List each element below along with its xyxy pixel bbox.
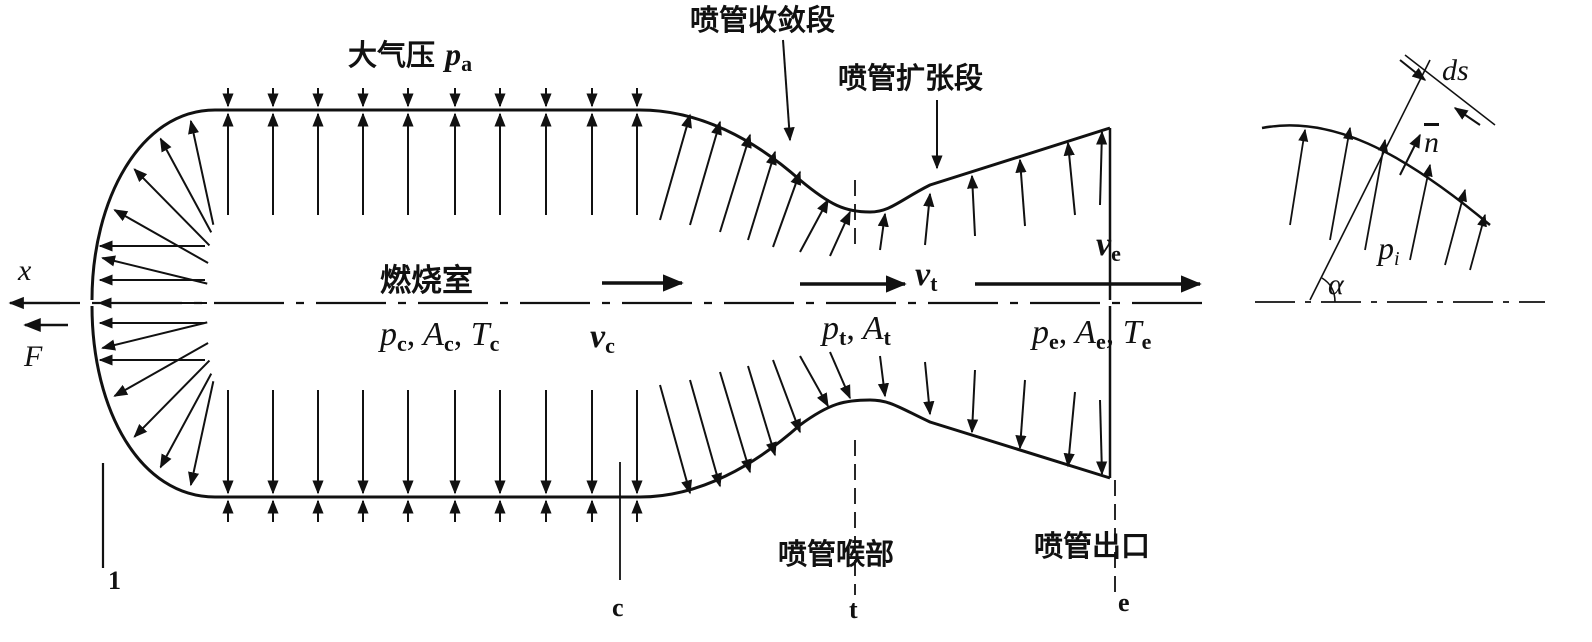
nozzle-pressure-arrow-upper bbox=[829, 210, 851, 257]
dome-pressure-arrow bbox=[159, 373, 213, 469]
nozzle-pressure-arrow-upper bbox=[1015, 158, 1027, 227]
label-diverging-section: 喷管扩张段 bbox=[838, 61, 984, 95]
inset-ds-line-1 bbox=[1404, 54, 1496, 126]
nozzle-pressure-arrow-lower bbox=[1063, 391, 1076, 468]
nozzle-pressure-arrow-lower bbox=[659, 384, 693, 495]
dome-pressure-arrow bbox=[113, 209, 209, 264]
dome-pressure-arrow bbox=[133, 168, 211, 247]
dome-pressure-arrow bbox=[133, 359, 211, 438]
nozzle-pressure-arrow-lower bbox=[799, 355, 829, 408]
inset-pressure-arrow bbox=[1469, 213, 1487, 271]
nozzle-pressure-arrow-lower bbox=[772, 359, 801, 434]
label-velocity-ve: ve bbox=[1096, 226, 1121, 266]
label-chamber-params: pc, Ac, Tc bbox=[380, 316, 500, 356]
label-velocity-vt: vt bbox=[915, 256, 938, 296]
pressure-arrows bbox=[97, 88, 1108, 522]
label-thrust-F: F bbox=[24, 340, 43, 373]
label-combustion-chamber: 燃烧室 bbox=[380, 263, 473, 299]
inset-pressure-arrow bbox=[1289, 128, 1309, 226]
inset-pressure-arrow bbox=[1364, 138, 1388, 251]
callout-converging bbox=[782, 39, 795, 142]
nozzle-pressure-arrow-upper bbox=[747, 150, 777, 241]
label-exit-params: pe, Ae, Te bbox=[1032, 314, 1152, 354]
inset-pressure-arrow bbox=[1329, 126, 1353, 241]
nozzle-pressure-arrow-upper bbox=[659, 113, 692, 221]
dome-pressure-arrow bbox=[159, 137, 213, 233]
nozzle-pressure-arrow-lower bbox=[1015, 379, 1027, 450]
section-label-1: 1 bbox=[108, 566, 121, 595]
inset-pressure-arrow bbox=[1409, 163, 1433, 261]
nozzle-wall-upper bbox=[90, 108, 1111, 301]
inset-alpha-arc bbox=[1321, 277, 1336, 303]
nozzle-pressure-arrow-upper bbox=[1096, 130, 1108, 206]
inset-normal-line bbox=[1309, 59, 1431, 301]
nozzle-pressure-arrow-upper bbox=[689, 120, 722, 226]
label-throat-params: pt, At bbox=[822, 310, 891, 350]
label-atmosphere: 大气压 pa bbox=[348, 36, 473, 76]
label-ds: ds bbox=[1442, 54, 1469, 87]
label-x-axis: x bbox=[18, 254, 32, 287]
label-nozzle-exit: 喷管出口 bbox=[1034, 529, 1151, 563]
label-normal-n: n bbox=[1424, 126, 1439, 159]
nozzle-pressure-arrow-lower bbox=[967, 369, 979, 434]
nozzle-pressure-arrow-lower bbox=[689, 379, 722, 488]
nozzle-pressure-arrow-lower bbox=[719, 371, 752, 474]
section-label-t: t bbox=[849, 595, 858, 624]
nozzle-pressure-arrow-lower bbox=[747, 365, 777, 457]
dome-pressure-arrow bbox=[113, 342, 209, 397]
section-label-c: c bbox=[612, 593, 624, 622]
label-converging-section: 喷管收敛段 bbox=[690, 3, 836, 37]
detail-inset bbox=[1255, 54, 1545, 303]
label-nozzle-throat: 喷管喉部 bbox=[778, 537, 895, 571]
dome-pressure-arrow bbox=[101, 321, 208, 351]
inset-pressure-arrow bbox=[1444, 188, 1467, 266]
label-alpha: α bbox=[1328, 268, 1344, 301]
label-velocity-vc: vc bbox=[590, 318, 615, 358]
nozzle-pressure-arrow-upper bbox=[877, 212, 889, 251]
inset-ds-arrow-b bbox=[1453, 107, 1481, 126]
nozzle-pressure-arrow-lower bbox=[829, 351, 851, 400]
inset-ds-arrow-a bbox=[1399, 59, 1427, 81]
nozzle-pressure-arrow-upper bbox=[967, 174, 979, 237]
nozzle-pressure-arrow-upper bbox=[1063, 141, 1076, 216]
nozzle-pressure-arrow-upper bbox=[799, 198, 829, 253]
nozzle-pressure-arrow-upper bbox=[923, 192, 935, 246]
label-pi: pi bbox=[1378, 230, 1400, 270]
nozzle-pressure-arrow-lower bbox=[923, 361, 935, 416]
nozzle-pressure-arrow-upper bbox=[719, 133, 752, 233]
inset-normal-arrow bbox=[1399, 133, 1421, 176]
nozzle-pressure-arrow-upper bbox=[772, 170, 802, 248]
inset-wall bbox=[1261, 124, 1491, 226]
section-label-e: e bbox=[1118, 588, 1130, 617]
nozzle-pressure-arrow-lower bbox=[1096, 399, 1108, 476]
nozzle-pressure-arrow-lower bbox=[877, 355, 889, 398]
dome-pressure-arrow bbox=[188, 119, 215, 225]
dome-pressure-arrow bbox=[188, 381, 215, 487]
